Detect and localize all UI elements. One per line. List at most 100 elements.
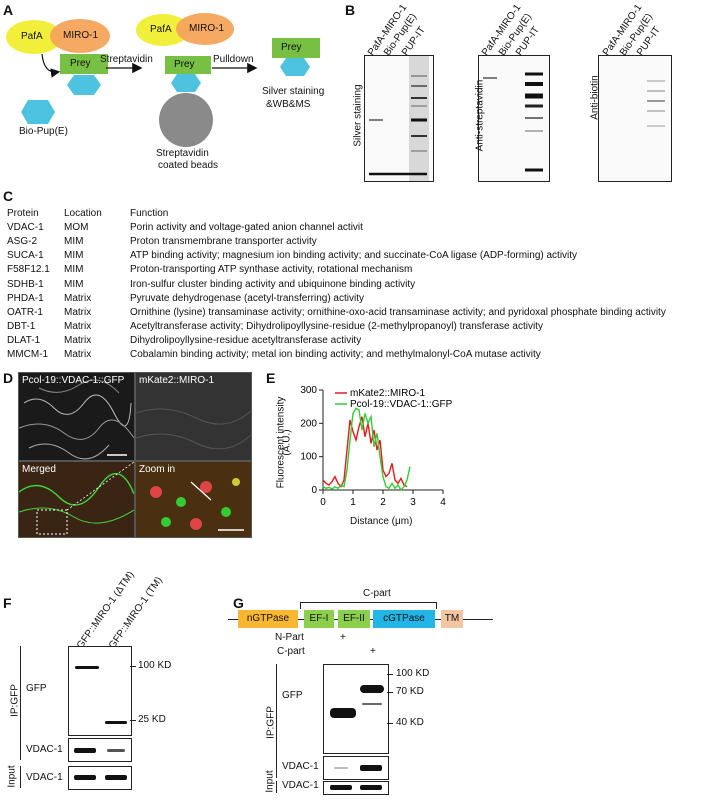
b1-label: Silver staining [352,84,364,147]
cell-function: Iron-sulfur cluster binding activity and… [130,278,416,290]
cell-function: Dihydrolipoyllysine-residue acetyltransf… [130,335,362,347]
miro-text: MIRO-1 [63,30,98,41]
pup-shape-3 [280,58,310,76]
micrograph-miro: mKate2::MIRO-1 [135,372,252,461]
g-input-band-2 [360,785,382,790]
cell-location: Matrix [64,306,92,318]
table-row: DLAT-1 Matrix Dihydrolipoyllysine-residue … [7,334,666,348]
series-line-0 [322,416,408,488]
x-tick-label: 0 [320,497,326,508]
g-cpart-title: C-part [363,588,391,599]
g-domain-ef2: EF-II [338,610,370,628]
tile-label-zoom: Zoom in [139,464,176,475]
prey-text-3: Prey [281,42,302,53]
g-domain-ngtpase: nGTPase [238,610,298,628]
tile-label-miro: mKate2::MIRO-1 [139,375,215,386]
b2-label: Anti-streptavidin [474,79,486,152]
g-kd-70: 70 KD [396,686,424,697]
g-kd-40: 40 KD [396,717,424,728]
transfer-arrow [41,53,61,78]
prey-box-3 [272,38,320,58]
micrograph-zoom: Zoom in [135,461,252,538]
table-header-row: Protein Location Function [7,206,666,220]
f-gfp-blot [68,646,132,736]
g-input-label: Input [264,770,276,793]
cell-location: Matrix [64,349,92,361]
cell-location: Matrix [64,335,92,347]
pafa-text-2: PafA [150,24,172,35]
stain-text-1: Silver staining [262,86,325,97]
f-input-vdac-label: VDAC-1 [26,772,63,783]
g-gfp-band-1 [330,708,356,718]
g-kd-100: 100 KD [396,668,430,679]
tile-label-vdac: Pcol-19::VDAC-1::GFP [22,375,125,386]
x-tick-label: 3 [410,497,416,508]
cell-location: Matrix [64,321,92,333]
cell-function: Pyruvate dehydrogenase (acetyl-transferr… [130,292,364,304]
y-tick-label: 300 [300,385,317,396]
bead-shape [159,93,213,147]
g-tick-40 [387,723,393,724]
b3-label: Anti-biotin [589,75,601,120]
micrograph-merged: Merged [18,461,135,538]
f-vdac-ip-blot [68,738,132,762]
panel-label-a: A [3,2,14,18]
g-gfp-blot [323,664,389,754]
g-npart-label: N-Part [275,632,304,643]
cell-protein: OATR-1 [7,306,43,318]
prey-box [60,54,108,74]
pulldown-text: Pulldown [213,54,254,65]
g-cpart-plus: + [370,646,376,657]
tile-label-merged: Merged [22,464,56,475]
cell-protein: PHDA-1 [7,292,44,304]
col-header-protein: Protein [7,207,39,219]
g-vdac-input-blot [323,781,389,795]
pup-shape-bound [67,75,101,95]
g-domain-ef1: EF-I [304,610,334,628]
legend-label-0: mKate2::MIRO-1 [350,388,425,399]
free-pup-shape [21,100,55,124]
g-npart-plus: + [340,632,346,643]
cell-protein: F58F12.1 [7,264,50,276]
cell-protein: DLAT-1 [7,335,41,347]
y-tick-label: 200 [300,418,317,429]
g-vdac-ip-blot [323,756,389,780]
cell-protein: DBT-1 [7,321,36,333]
silver-stain-blot [364,55,434,182]
f-input-band-2 [105,775,127,780]
g-vdac-band-1 [334,767,348,769]
f-tick-100 [130,666,136,667]
g-tick-70 [387,692,393,693]
e-ylabel-2: (A.U.) [281,429,293,456]
panel-a-schematic [6,13,320,147]
panel-label-b: B [345,2,356,18]
g-tick-100 [387,674,393,675]
f-vdac-band-2 [107,749,125,752]
cell-function: Cobalamin binding activity; metal ion bi… [130,349,541,361]
y-tick-label: 0 [311,485,317,496]
pafa-shape-2 [136,14,190,46]
pafa-text: PafA [21,31,43,42]
g-input-band-1 [330,785,352,790]
col-header-function: Function [130,207,169,219]
pafa-shape [6,20,62,54]
g-domain-cgtpase: cGTPase [373,610,435,628]
f-ip-label: IP:GFP [9,684,21,717]
cell-function: Proton-transporting ATP synthase activit… [130,264,413,276]
cell-function: Proton transmembrane transporter activit… [130,235,317,247]
cell-location: MIM [64,278,84,290]
f-ip-bracket [20,646,21,760]
f-kd-25: 25 KD [138,714,166,725]
col-header-location: Location [64,207,102,219]
prey-text: Prey [70,58,91,69]
cell-location: MIM [64,235,84,247]
cell-function: Ornithine (lysine) transaminase activity… [130,306,666,318]
beads-text-1: Streptavidin [156,148,209,159]
bio-pup-text: Bio-Pup(E) [19,126,68,137]
miro-shape [50,19,110,53]
